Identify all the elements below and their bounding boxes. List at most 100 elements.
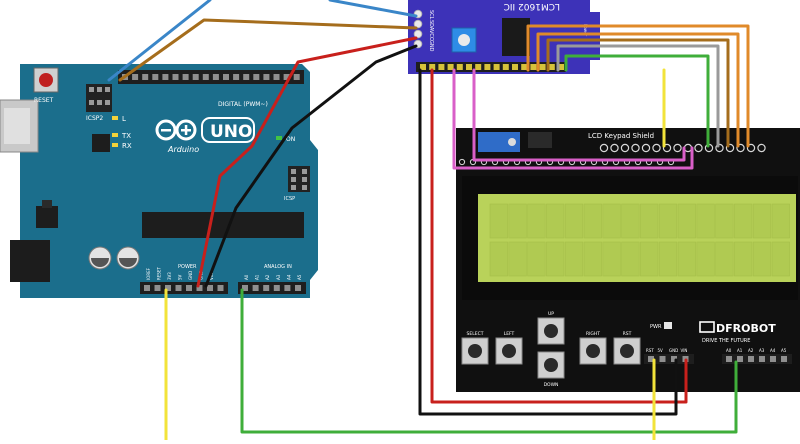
analog-label: ANALOG IN — [264, 264, 292, 270]
header-pin — [273, 74, 280, 80]
header-hole — [736, 143, 745, 153]
lcd-character-grid — [489, 203, 790, 277]
header-pin — [737, 356, 743, 362]
pin-label: A2 — [265, 274, 270, 280]
lcd-character-cell — [734, 203, 753, 239]
power-header — [140, 282, 228, 294]
pin-label: A4 — [286, 274, 291, 280]
header-pin — [172, 74, 179, 80]
header-pin — [252, 285, 259, 291]
lcd-character-cell — [696, 241, 715, 277]
keypad-button-label: UP — [548, 311, 554, 317]
lcd-character-cell — [602, 203, 621, 239]
shield-analog-pins — [726, 356, 787, 362]
keypad-button-cap — [586, 344, 600, 358]
pin-label: A1 — [737, 348, 743, 353]
i2c-power-label: Power — [583, 24, 588, 36]
header-pin — [154, 285, 161, 291]
header-pin — [243, 74, 250, 80]
header-pin — [447, 64, 454, 70]
led-tx — [112, 133, 118, 137]
header-pin — [283, 74, 290, 80]
lcd-character-cell — [527, 203, 546, 239]
keypad-button-cap — [502, 344, 516, 358]
i2c-lcd-header-pins — [420, 64, 564, 70]
wire-black-gnd — [204, 44, 418, 288]
lcd-character-cell — [715, 203, 734, 239]
arduino-logo — [155, 119, 197, 141]
header-hole — [662, 143, 672, 153]
header-pin — [759, 356, 765, 362]
wire-orange-1 — [526, 24, 750, 148]
header-pin — [466, 64, 472, 70]
shield-top-header-pins — [458, 143, 766, 166]
header-hole — [725, 143, 735, 153]
pin-label: GND — [188, 271, 193, 280]
header-pin — [212, 74, 219, 80]
shield-brand: DFROBOT — [716, 322, 776, 335]
lcd-character-cell — [734, 241, 753, 277]
i2c-pin-sda — [413, 19, 423, 29]
pin-label: 5V — [658, 348, 664, 353]
lcd-character-cell — [658, 241, 678, 277]
voltage-regulator — [36, 206, 58, 228]
header-pin — [502, 64, 509, 70]
header-pin — [242, 285, 248, 291]
header-pin — [429, 64, 436, 70]
header-pin — [539, 64, 546, 70]
lcd-character-cell — [640, 241, 659, 277]
wire-red-module — [430, 68, 688, 404]
header-pin — [165, 285, 171, 291]
icsp-label: ICSP — [284, 196, 295, 202]
usb-port-inner — [4, 108, 30, 144]
lcd-character-cell — [715, 241, 734, 277]
pin-label: RST — [646, 348, 654, 353]
keypad-button-cap — [544, 358, 558, 372]
on-label: ON — [286, 136, 295, 143]
dfrobot-logo: DFROBOT DRIVE THE FUTURE — [699, 321, 776, 344]
wire-blue-scl-end — [328, 0, 418, 18]
header-pin — [196, 285, 203, 291]
header-pin — [202, 74, 209, 80]
header-pin — [420, 64, 426, 70]
header-hole — [746, 143, 756, 153]
shield-tagline: DRIVE THE FUTURE — [702, 338, 750, 344]
wire-orange-2 — [536, 32, 740, 148]
lcd-character-cell — [602, 241, 621, 277]
uno-logo-frame — [201, 117, 255, 143]
header-pin — [273, 285, 280, 291]
header-pin — [484, 64, 491, 70]
wire-blue-scl — [107, 0, 212, 82]
power-header-pins — [144, 285, 224, 291]
header-pin — [223, 74, 229, 80]
header-pin — [512, 64, 518, 70]
header-hole — [757, 143, 766, 153]
header-pin — [781, 356, 787, 362]
header-pin — [748, 356, 754, 362]
pin-label: VIN — [681, 348, 688, 353]
lcd-character-cell — [621, 203, 640, 239]
icsp2-label: ICSP2 — [86, 115, 103, 122]
pin-label: A1 — [255, 274, 260, 280]
led-tx-label: TX — [121, 132, 131, 140]
header-pin — [253, 74, 260, 80]
keypad-button-label: LEFT — [504, 331, 515, 337]
wire-green-1 — [564, 54, 710, 148]
lcd-character-cell — [677, 241, 696, 277]
i2c-module-title: LCM1602 IIC — [504, 1, 560, 11]
header-pin — [648, 356, 654, 362]
i2c-pin-label: SDA — [428, 20, 434, 31]
header-pin — [175, 285, 182, 291]
lcd-character-cell — [564, 241, 584, 277]
header-pin — [152, 74, 159, 80]
lcd-character-cell — [546, 241, 565, 277]
wire-brown-sda — [118, 18, 418, 82]
header-hole — [620, 143, 630, 153]
shield-analog-header — [722, 354, 792, 364]
